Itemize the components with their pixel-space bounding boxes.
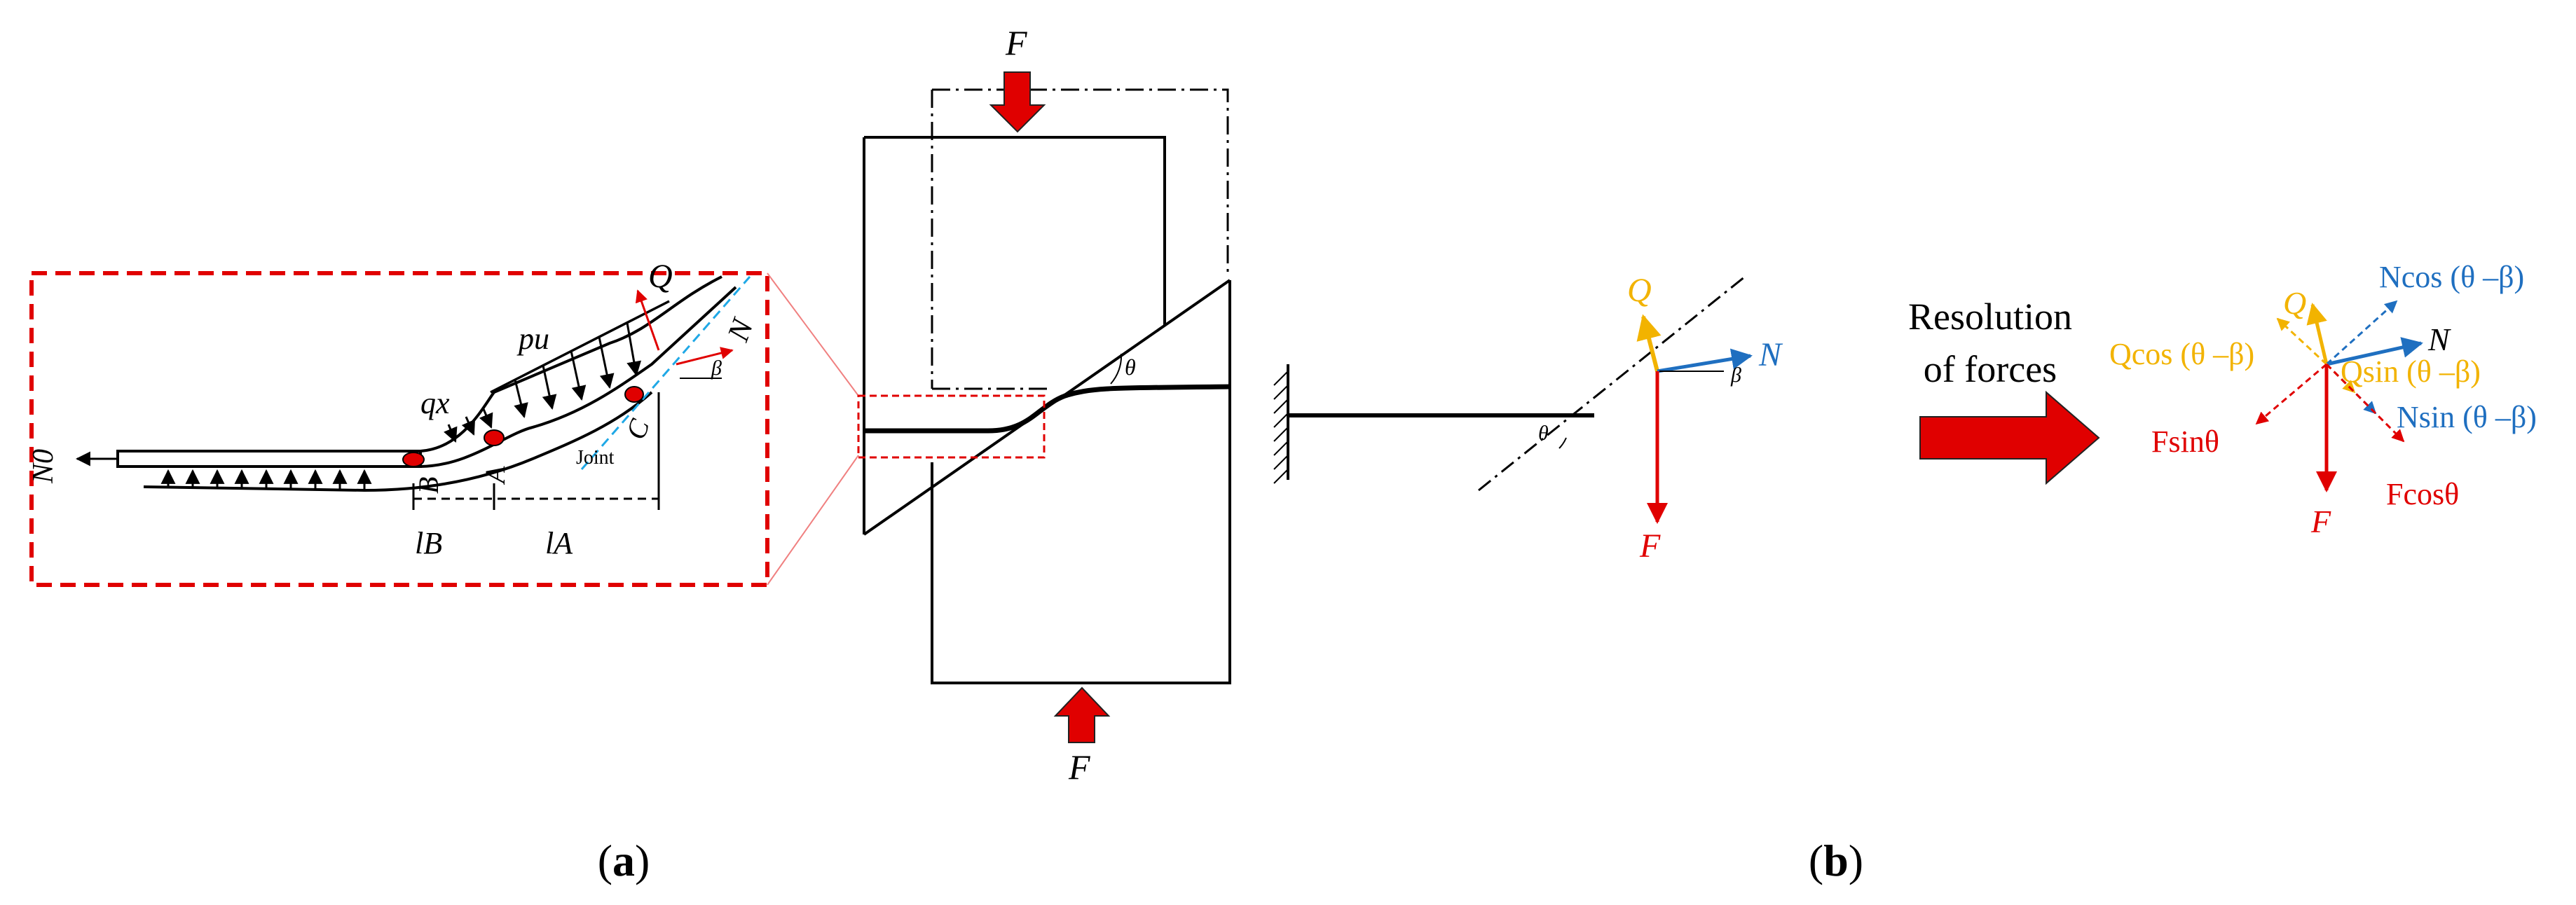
pressure-envelope — [490, 300, 670, 394]
contact-point-b — [402, 452, 425, 467]
contact-point-c — [624, 386, 644, 403]
shear-specimen: θ F F — [857, 23, 1231, 787]
fbd-q-label: Q — [1627, 272, 1652, 309]
qcos-component — [2276, 317, 2328, 366]
point-c-label: C — [619, 414, 656, 443]
fsin-component — [2255, 363, 2327, 425]
qcos-label: Qcos (θ –β) — [2109, 337, 2254, 371]
resolution-indicator: Resolution of forces — [1908, 296, 2100, 485]
fbd-theta-arc — [1558, 437, 1567, 449]
qx-arrows — [444, 408, 493, 443]
ncos-label: Ncos (θ –β) — [2379, 260, 2524, 294]
contact-point-a — [484, 429, 505, 446]
support-reaction-arrows — [160, 469, 372, 490]
theta-arc — [1110, 353, 1123, 385]
qsin-label: Qsin (θ –β) — [2341, 354, 2481, 389]
caption-b: (b) — [1809, 836, 1863, 885]
fbd-n-label: N — [1758, 336, 1783, 373]
joint-axis-line — [580, 276, 751, 470]
fcos-label: Fcosθ — [2386, 477, 2459, 511]
zoom-rect — [857, 394, 1046, 459]
la-label: lA — [545, 526, 573, 560]
joint-line — [1478, 275, 1746, 492]
point-b-label: B — [413, 477, 444, 494]
nsin-label: Nsin (θ –β) — [2397, 400, 2537, 434]
rod-lower-profile — [420, 286, 737, 468]
theta-label: θ — [1125, 354, 1136, 380]
bottom-force-arrow — [1053, 686, 1111, 743]
fbd-f-label: F — [1639, 527, 1661, 565]
zoom-leader-bottom — [767, 455, 859, 586]
lb-label: lB — [415, 526, 442, 560]
resolution-label-line2: of forces — [1924, 348, 2057, 390]
displaced-outline — [932, 88, 1229, 277]
caption-a: (a) — [598, 836, 650, 885]
n-arrow — [676, 347, 734, 366]
detail-view: N0 pu qx Q N β B — [27, 258, 859, 587]
q-label: Q — [648, 258, 673, 295]
n0-label: N0 — [27, 449, 60, 484]
fbd-n-arrow — [1657, 348, 1753, 373]
beta-label: β — [711, 357, 722, 380]
fcos-component — [2325, 363, 2405, 443]
zoom-leader-top — [767, 272, 859, 396]
fbd-beta-label: β — [1730, 364, 1741, 387]
comp-n-arrow — [2326, 337, 2423, 366]
pu-label: pu — [516, 322, 549, 356]
wall-hatching — [1273, 371, 1289, 484]
n-label: N — [720, 313, 760, 347]
qx-label: qx — [420, 386, 450, 420]
top-force-arrow — [989, 71, 1046, 133]
fbd-theta-label: θ — [1538, 422, 1549, 445]
detail-frame — [29, 271, 769, 587]
top-force-label: F — [1005, 23, 1027, 62]
bolt — [865, 384, 1231, 434]
bottom-force-label: F — [1068, 747, 1090, 787]
comp-q-label: Q — [2283, 285, 2306, 321]
foundation-curve — [143, 391, 653, 492]
fbd-q-arrow — [1636, 314, 1662, 372]
component-diagram: Q N F Ncos (θ –β) Qcos (θ –β) Qsin (θ –β… — [2109, 260, 2537, 539]
lower-block — [931, 280, 1231, 684]
comp-n-label: N — [2427, 322, 2451, 357]
free-body-diagram: θ Q N β F — [1273, 272, 1783, 565]
comp-q-arrow — [2306, 303, 2329, 365]
point-a-label: A — [479, 466, 511, 485]
pressure-arrows — [514, 322, 642, 419]
upper-block — [863, 136, 1166, 534]
fsin-label: Fsinθ — [2151, 424, 2219, 459]
ncos-component — [2325, 300, 2398, 366]
resolution-label-line1: Resolution — [1908, 296, 2072, 338]
q-arrow — [635, 289, 660, 351]
resolution-arrow — [1919, 390, 2100, 485]
comp-f-label: F — [2310, 504, 2331, 539]
flat-rod — [116, 450, 422, 468]
joint-label: Joint — [576, 447, 615, 469]
